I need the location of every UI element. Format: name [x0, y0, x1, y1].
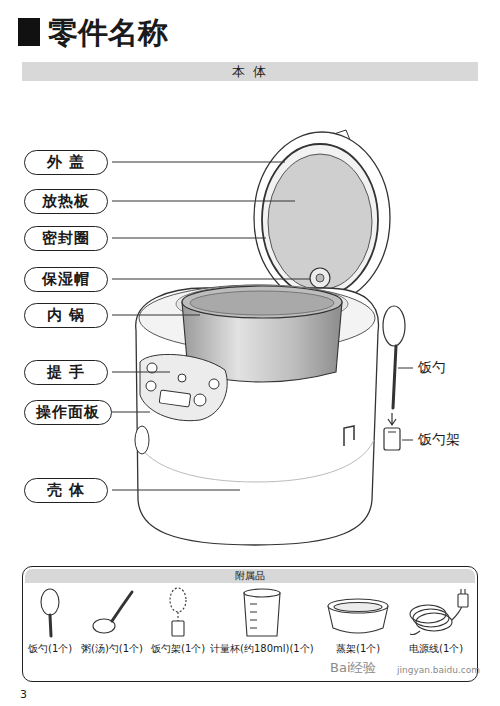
page-title: 零件名称 — [48, 14, 168, 52]
open-lid — [254, 130, 390, 304]
node-text: 壳 体 — [47, 481, 85, 500]
node-text: 内 锅 — [47, 306, 85, 325]
page-number: 3 — [20, 688, 27, 701]
accessory-icons — [41, 588, 468, 636]
node-text: 提 手 — [47, 363, 85, 382]
node-text: 密封圈 — [42, 229, 90, 248]
accessory-caption: 计量杯(约180ml)(1个) — [210, 643, 314, 655]
part-label-box: 密封圈 — [24, 226, 108, 251]
accessory-caption: 饭勺(1个) — [28, 643, 72, 655]
node-text: 保湿帽 — [42, 270, 90, 289]
part-name: 饭勺架 — [418, 431, 460, 448]
leader-lines — [112, 162, 413, 490]
part-label-box: 内 锅 — [24, 303, 108, 328]
accessory-caption: 饭勺架(1个) — [151, 643, 205, 655]
control-panel — [140, 354, 227, 420]
watermark: Bai经验 — [330, 660, 377, 676]
part-label-box: 放热板 — [24, 189, 108, 214]
node-text: 放热板 — [42, 192, 90, 211]
accessory-caption: 电源线(1个) — [409, 643, 463, 655]
node-text: 操作面板 — [36, 403, 100, 422]
part-name: 饭勺 — [418, 359, 446, 376]
node-text: 外 盖 — [47, 153, 85, 172]
accessory-caption: 蒸架(1个) — [336, 643, 380, 655]
accessory-panel: 附属品 — [22, 566, 478, 682]
node-text: 附属品 — [25, 569, 475, 583]
part-label-box: 保湿帽 — [24, 267, 108, 292]
rice-spoon — [344, 306, 405, 450]
watermark: jingyan.baidu.com — [397, 665, 480, 676]
part-label-box: 提 手 — [24, 360, 108, 385]
part-label-box: 外 盖 — [24, 150, 108, 175]
section-band: 本 体 — [22, 62, 478, 81]
cooker-body — [135, 285, 379, 545]
part-label-box: 操作面板 — [24, 400, 112, 425]
node-text: 本 体 — [22, 62, 478, 81]
title-square — [18, 18, 40, 46]
accessory-caption: 粥(汤)勺(1个) — [81, 643, 143, 655]
part-label-box: 壳 体 — [24, 478, 108, 503]
